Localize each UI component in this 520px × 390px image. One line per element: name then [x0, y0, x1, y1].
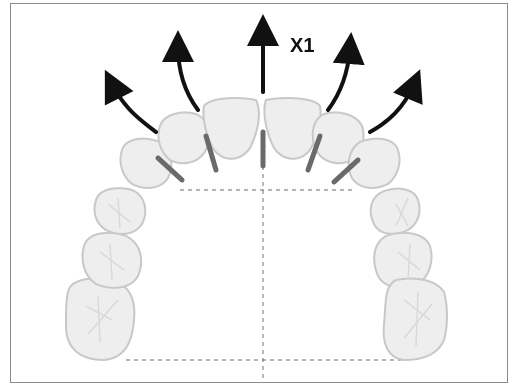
- arrow-far-left: [104, 69, 158, 134]
- tooth-row: [64, 97, 448, 362]
- tooth-grooves: [85, 197, 433, 347]
- tooth-left-canine: [157, 111, 211, 165]
- bar-5: [331, 157, 361, 185]
- arrow-left: [162, 30, 200, 112]
- tooth-left-premolar-2: [93, 187, 147, 235]
- force-arrows: [104, 14, 423, 134]
- tooth-right-central-incisor: [263, 97, 322, 160]
- attachment-bars: [155, 129, 361, 185]
- tooth-right-premolar-1: [369, 187, 421, 235]
- tooth-left-premolar-1: [119, 137, 173, 189]
- bar-4: [305, 133, 323, 173]
- arrow-right: [326, 32, 365, 112]
- tooth-right-molar: [382, 277, 448, 362]
- force-label: X1: [290, 35, 314, 57]
- arrow-far-right: [368, 69, 423, 134]
- guide-lines: [126, 150, 402, 378]
- bar-2: [203, 133, 219, 173]
- bar-1: [155, 155, 185, 183]
